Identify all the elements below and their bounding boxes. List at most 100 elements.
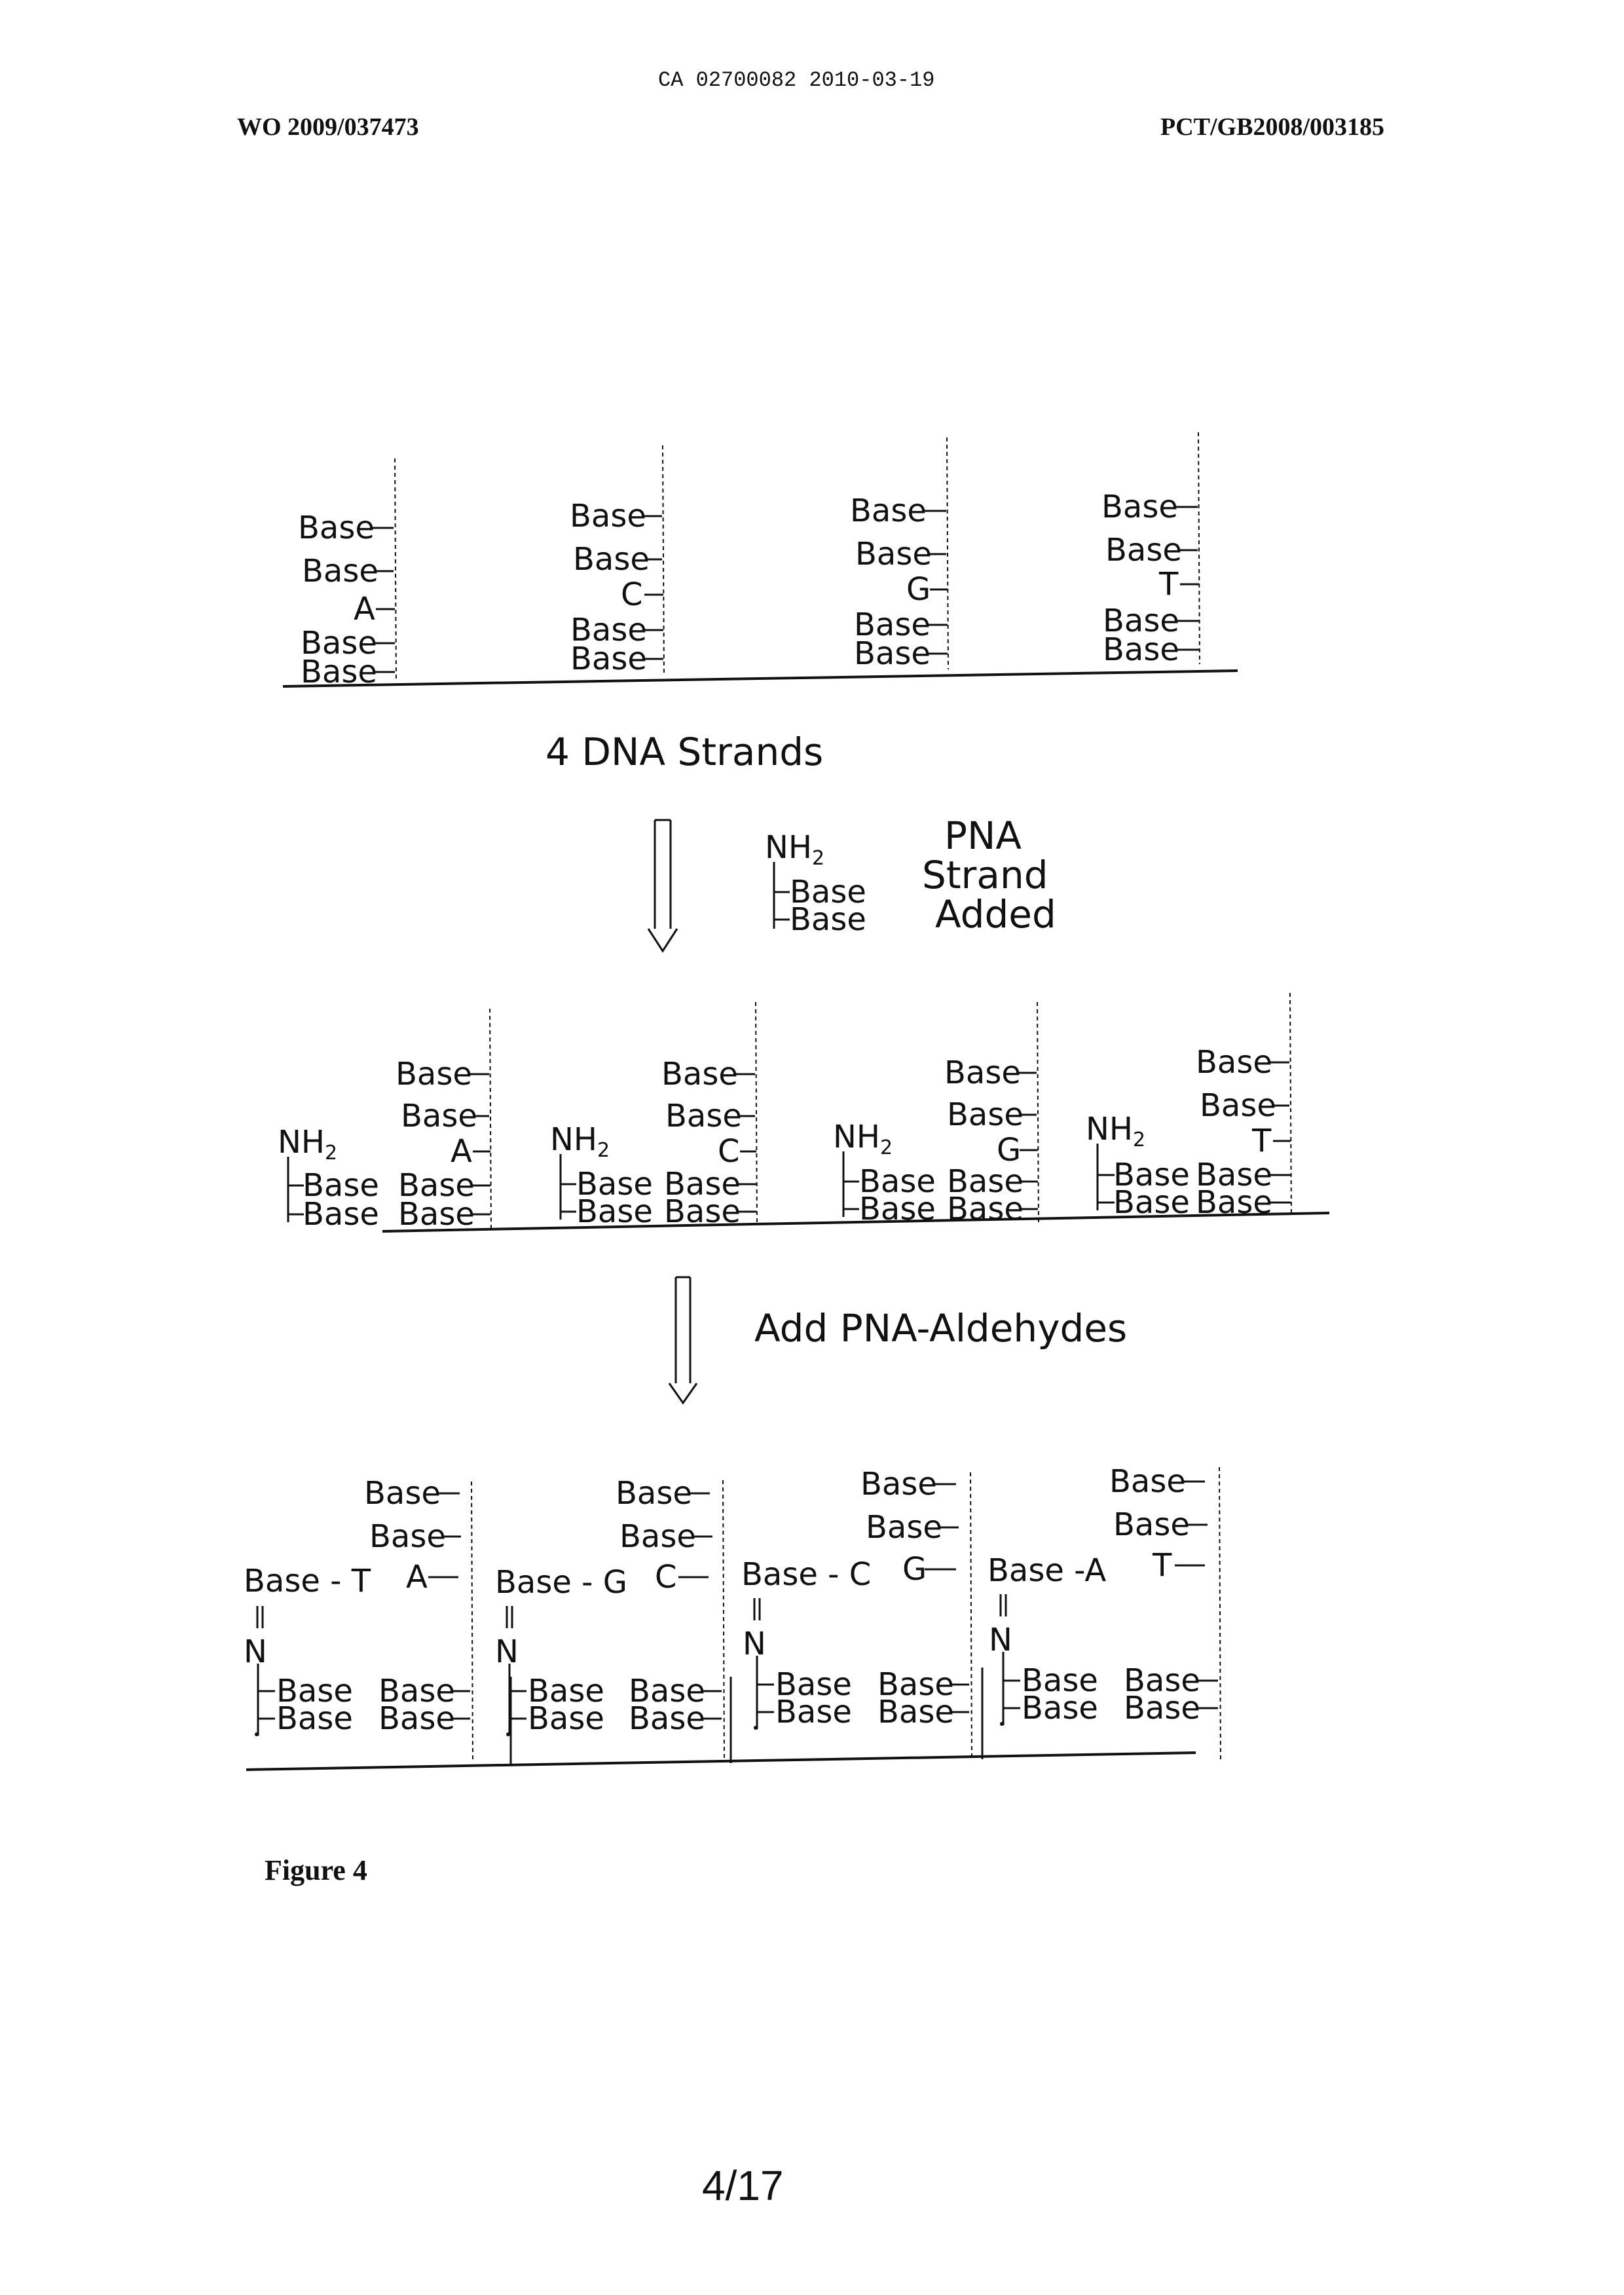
- base-label: Base: [1113, 1184, 1190, 1221]
- aldehyde-unit-4: Base Base T Base -A N Base Base Base Bas…: [987, 1463, 1221, 1762]
- base-label: Base: [298, 510, 375, 546]
- support-line-3: [246, 1753, 1196, 1770]
- pna-caption-line-2: Strand: [922, 853, 1048, 897]
- base-label: Base: [396, 1056, 472, 1092]
- dna-base-letter: A: [451, 1133, 472, 1170]
- dna-backbone: [970, 1472, 972, 1758]
- pna-caption-line-1: PNA: [944, 813, 1022, 858]
- base-label: Base: [665, 1098, 742, 1134]
- dna-backbone: [1037, 1002, 1039, 1222]
- aldehyde-row: Base Base A Base - T N Base Base Base Ba…: [244, 1463, 1221, 1770]
- amine-label: NH2: [1086, 1111, 1145, 1151]
- dna-backbone: [663, 445, 664, 675]
- aldehyde-unit-3: Base Base G Base - C N Base Base Base Ba…: [741, 1466, 982, 1759]
- base-label: Base: [570, 498, 646, 534]
- base-label: Base: [947, 1191, 1024, 1227]
- hybrid-pair-t: Base Base T Base Base NH2 Base Base: [1086, 993, 1291, 1221]
- base-label: Base: [576, 1193, 653, 1230]
- base-label: Base: [570, 641, 647, 677]
- base-label: Base: [855, 536, 932, 572]
- base-label: Base: [1103, 631, 1179, 668]
- base-label: Base: [302, 553, 378, 589]
- dna-backbone: [1219, 1467, 1221, 1762]
- aldehyde-base-label: Base - G: [495, 1564, 627, 1601]
- dna-backbone: [756, 1002, 757, 1225]
- base-label: Base: [859, 1191, 936, 1227]
- base-label: Base: [398, 1196, 475, 1233]
- base-label: Base: [573, 541, 650, 578]
- dna-base-letter: C: [655, 1559, 677, 1595]
- pna-caption-line-3: Added: [935, 892, 1056, 937]
- base-label: Base: [1200, 1087, 1276, 1124]
- step-caption-add-pna-aldehydes: Add PNA-Aldehydes: [754, 1306, 1127, 1351]
- dna-base-letter: T: [1158, 566, 1179, 603]
- base-label: Base: [775, 1694, 852, 1730]
- base-label: Base: [629, 1700, 705, 1737]
- base-label: Base: [378, 1700, 455, 1737]
- dna-backbone: [490, 1009, 491, 1229]
- hybrid-pair-g: Base Base G Base Base NH2 Base Base: [833, 1002, 1039, 1227]
- base-label: Base: [1022, 1690, 1098, 1726]
- dna-strand-t: Base Base T Base Base: [1101, 432, 1200, 668]
- dna-base-letter: G: [906, 571, 931, 608]
- base-label: Base: [1124, 1690, 1200, 1726]
- hybrid-pair-a: Base Base A Base Base NH2 Base Base: [278, 1009, 491, 1233]
- nitrogen-label: N: [743, 1626, 766, 1662]
- base-label: Base: [661, 1056, 738, 1092]
- base-label: Base: [1196, 1184, 1272, 1221]
- dna-base-letter: T: [1251, 1123, 1272, 1159]
- dna-base-letter: G: [902, 1551, 927, 1588]
- dna-base-letter: C: [621, 576, 643, 613]
- dna-strand-g: Base Base G Base Base: [850, 438, 948, 672]
- amine-label: NH2: [833, 1119, 893, 1159]
- base-label: Base: [860, 1466, 937, 1502]
- down-arrow-1: [648, 820, 677, 951]
- dna-backbone: [471, 1482, 473, 1762]
- dna-base-letter: A: [406, 1559, 428, 1595]
- base-label: Base: [866, 1509, 942, 1546]
- nitrogen-label: N: [989, 1622, 1012, 1658]
- pna-strand-icon: NH2 Base Base: [765, 829, 866, 938]
- dna-backbone: [947, 438, 948, 669]
- aldehyde-base-label: Base - T: [244, 1563, 371, 1599]
- base-label: Base: [401, 1098, 477, 1134]
- dna-backbone: [1198, 432, 1200, 664]
- amine-label: NH2: [550, 1121, 610, 1162]
- base-label: Base: [619, 1518, 696, 1555]
- figure-label: Figure 4: [265, 1854, 367, 1887]
- nitrogen-label: N: [244, 1633, 267, 1670]
- dna-backbone: [395, 458, 396, 681]
- dna-strands-row: Base Base A Base Base Base Base C: [283, 432, 1238, 690]
- support-line-1: [283, 671, 1238, 686]
- base-label: Base: [1109, 1463, 1186, 1500]
- dna-base-letter: T: [1152, 1547, 1172, 1584]
- dna-strand-c: Base Base C Base Base: [570, 445, 664, 677]
- base-label: Base: [369, 1518, 446, 1555]
- step-caption-dna-strands: 4 DNA Strands: [545, 730, 823, 774]
- dna-base-letter: C: [718, 1133, 740, 1170]
- dna-strand-a: Base Base A Base Base: [298, 458, 396, 690]
- base-label: Base: [877, 1694, 954, 1730]
- aldehyde-base-label: Base -A: [987, 1552, 1106, 1589]
- base-label: Base: [1105, 532, 1182, 569]
- base-label: Base: [944, 1054, 1021, 1091]
- dna-backbone: [1290, 993, 1291, 1216]
- base-label: Base: [1196, 1044, 1272, 1081]
- base-label: Base: [850, 493, 927, 529]
- down-arrow-2: [669, 1277, 697, 1403]
- base-label: Base: [364, 1475, 441, 1512]
- dna-backbone: [723, 1480, 724, 1762]
- page-number: 4/17: [702, 2161, 784, 2210]
- base-label: Base: [1101, 489, 1178, 525]
- hybridised-row: Base Base A Base Base NH2 Base Base: [278, 993, 1329, 1233]
- base-label: Base: [664, 1193, 741, 1230]
- base-label: Base: [301, 654, 377, 690]
- base-label: Base: [854, 635, 931, 672]
- aldehyde-unit-1: Base Base A Base - T N Base Base Base Ba…: [244, 1475, 511, 1766]
- base-label: Base: [276, 1700, 353, 1737]
- amine-label: NH2: [278, 1124, 337, 1165]
- base-label: Base: [947, 1096, 1024, 1133]
- base-label: Base: [528, 1700, 604, 1737]
